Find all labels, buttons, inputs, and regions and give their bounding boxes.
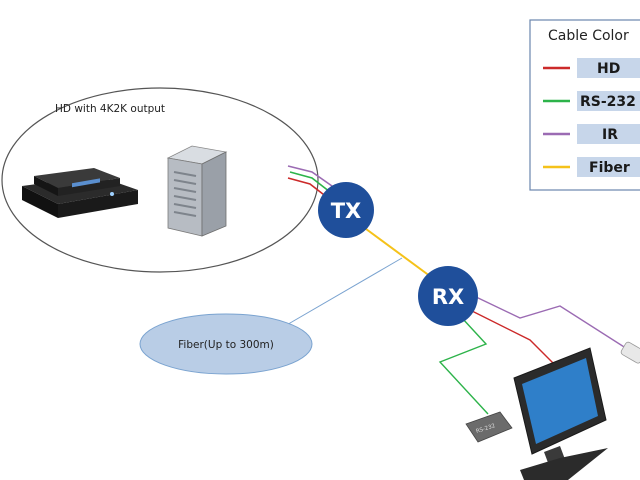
cable-color-legend: Cable Color HD RS-232 IR Fiber bbox=[529, 19, 640, 191]
legend-title: Cable Color bbox=[548, 28, 629, 44]
rx-output-cables bbox=[438, 295, 633, 415]
source-rs232-cable bbox=[289, 171, 331, 193]
set-top-box-icon bbox=[22, 168, 138, 218]
legend-label: RS-232 bbox=[580, 94, 636, 110]
rx-node bbox=[418, 266, 478, 326]
legend-label: Fiber bbox=[589, 160, 630, 176]
rx-ir-cable bbox=[473, 295, 633, 353]
legend-item-ir: IR bbox=[543, 124, 640, 144]
legend-item-fiber: Fiber bbox=[543, 157, 640, 177]
fiber-callout-ellipse bbox=[139, 313, 313, 375]
source-to-tx-cables bbox=[287, 165, 333, 199]
monitor-icon bbox=[513, 347, 608, 480]
rx-hd-cable bbox=[469, 309, 561, 371]
ir-receiver-icon bbox=[620, 341, 640, 364]
fiber-callout-line bbox=[277, 257, 403, 331]
source-devices-label: HD with 4K2K output bbox=[55, 103, 165, 115]
rx-rs232-cable bbox=[438, 317, 489, 415]
source-hd-cable bbox=[287, 177, 329, 199]
tx-label: TX bbox=[331, 199, 362, 223]
server-tower-icon bbox=[166, 145, 228, 237]
legend-label: IR bbox=[602, 127, 618, 143]
legend-item-hd: HD bbox=[543, 58, 640, 78]
fiber-callout-label: Fiber(Up to 300m) bbox=[178, 339, 274, 351]
rs232-device-icon: RS-232 bbox=[465, 411, 513, 443]
rx-label: RX bbox=[432, 285, 464, 309]
source-ir-cable bbox=[287, 165, 333, 187]
rs232-device-tag: RS-232 bbox=[475, 423, 496, 435]
fiber-cable bbox=[361, 225, 439, 283]
source-devices-ellipse bbox=[1, 87, 319, 273]
legend-item-rs232: RS-232 bbox=[543, 91, 640, 111]
legend-label: HD bbox=[597, 61, 620, 77]
tx-node bbox=[318, 182, 374, 238]
